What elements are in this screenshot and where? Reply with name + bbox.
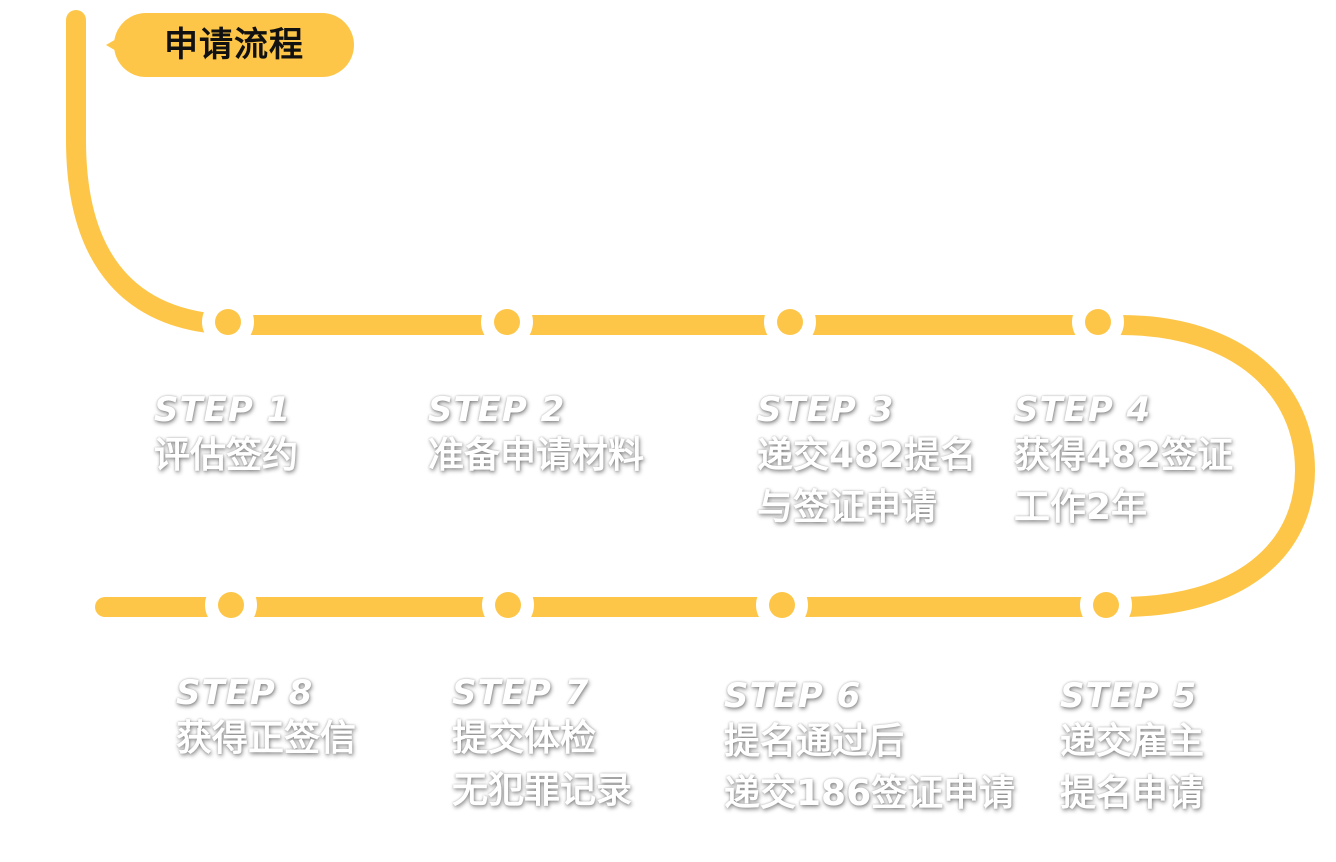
- step-label: STEP 4: [1014, 390, 1152, 430]
- step-label: STEP 7: [452, 673, 590, 713]
- step-6: STEP 6 提名通过后 递交186签证申请: [724, 676, 1015, 820]
- step-text-line: 准备申请材料: [428, 435, 645, 476]
- node-step-5: [1080, 579, 1132, 631]
- step-4: STEP 4 获得482签证 工作2年: [1014, 390, 1233, 534]
- step-text-line: 递交雇主: [1060, 721, 1205, 762]
- step-3: STEP 3 递交482提名 与签证申请: [757, 390, 976, 534]
- node-step-7: [482, 579, 534, 631]
- step-text-line: 评估签约: [154, 435, 299, 476]
- step-text-line: 与签证申请: [757, 487, 938, 528]
- step-label: STEP 5: [1060, 676, 1198, 716]
- step-label: STEP 8: [176, 673, 314, 713]
- node-step-3: [764, 296, 816, 348]
- step-7: STEP 7 提交体检 无犯罪记录: [452, 673, 632, 817]
- node-step-1: [202, 296, 254, 348]
- step-text-line: 递交186签证申请: [724, 773, 1016, 814]
- step-text-line: 获得482签证: [1014, 435, 1234, 476]
- step-text-line: 提名通过后: [724, 721, 905, 762]
- page-title: 申请流程: [164, 25, 304, 65]
- node-step-4: [1072, 296, 1124, 348]
- node-step-2: [481, 296, 533, 348]
- step-label: STEP 3: [757, 390, 895, 430]
- node-step-8: [205, 579, 257, 631]
- step-text-line: 递交482提名: [757, 435, 977, 476]
- step-2: STEP 2 准备申请材料: [428, 390, 644, 482]
- step-5: STEP 5 递交雇主 提名申请: [1060, 676, 1204, 820]
- step-label: STEP 1: [154, 390, 292, 430]
- timeline-track: [66, 10, 1315, 617]
- step-text-line: 提名申请: [1060, 773, 1205, 814]
- step-label: STEP 2: [428, 390, 566, 430]
- step-text-line: 无犯罪记录: [452, 770, 633, 811]
- title-badge: 申请流程: [106, 13, 354, 77]
- step-text-line: 提交体检: [452, 718, 597, 759]
- step-text-line: 获得正签信: [176, 718, 357, 759]
- step-1: STEP 1 评估签约: [154, 390, 298, 482]
- node-step-6: [756, 579, 808, 631]
- step-label: STEP 6: [724, 676, 862, 716]
- step-text-line: 工作2年: [1014, 487, 1148, 528]
- badge-bubble: [114, 13, 354, 77]
- step-8: STEP 8 获得正签信: [176, 673, 356, 765]
